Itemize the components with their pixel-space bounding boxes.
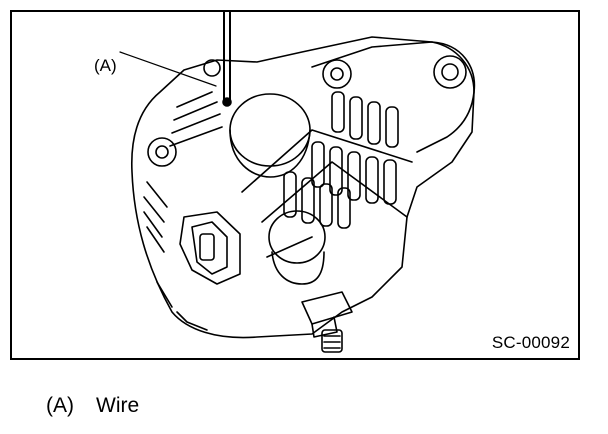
cooling-grill (283, 91, 399, 229)
callout-leader (119, 51, 217, 87)
legend-text: Wire (96, 394, 140, 417)
legend-key: (A) (46, 394, 74, 417)
bolt-hole-upper (322, 59, 352, 89)
mounting-ear-upper (311, 41, 476, 153)
figure-frame: (A) SC-00092 (10, 10, 580, 360)
connector-housing (179, 211, 241, 285)
terminal-cap (268, 210, 326, 264)
legend-item: (A) Wire (46, 394, 139, 418)
rear-cover-cap (229, 93, 311, 167)
wire-a (223, 12, 231, 101)
b-terminal-stud (301, 291, 353, 325)
bolt-hole-left (147, 137, 177, 167)
alternator-housing-outline (131, 36, 475, 339)
alternator-drawing-icon (119, 12, 476, 353)
callout-label-a: (A) (94, 56, 117, 75)
bolt-hole-upper-right (433, 55, 467, 89)
figure-code: SC-00092 (491, 333, 570, 352)
